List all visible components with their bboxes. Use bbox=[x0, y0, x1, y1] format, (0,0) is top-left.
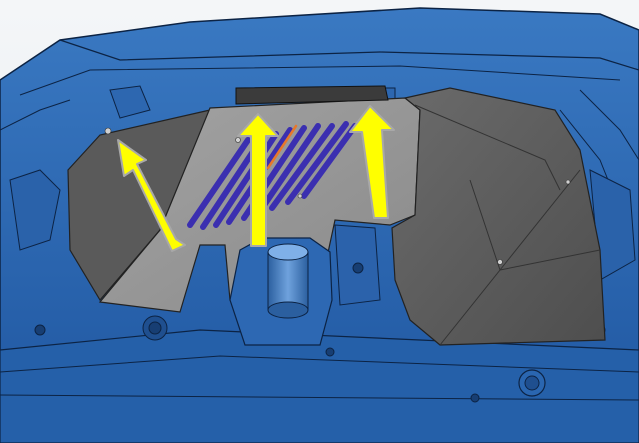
vent-slots bbox=[187, 121, 358, 230]
arrow-center bbox=[237, 113, 279, 247]
panel-fasteners bbox=[104, 127, 571, 265]
arrow-right bbox=[349, 105, 395, 219]
arrow-left bbox=[117, 139, 186, 252]
direction-arrows bbox=[117, 105, 395, 252]
center-mount-boss bbox=[229, 224, 381, 346]
floor-panel-right bbox=[391, 87, 606, 346]
accent-orange-line bbox=[266, 124, 298, 170]
